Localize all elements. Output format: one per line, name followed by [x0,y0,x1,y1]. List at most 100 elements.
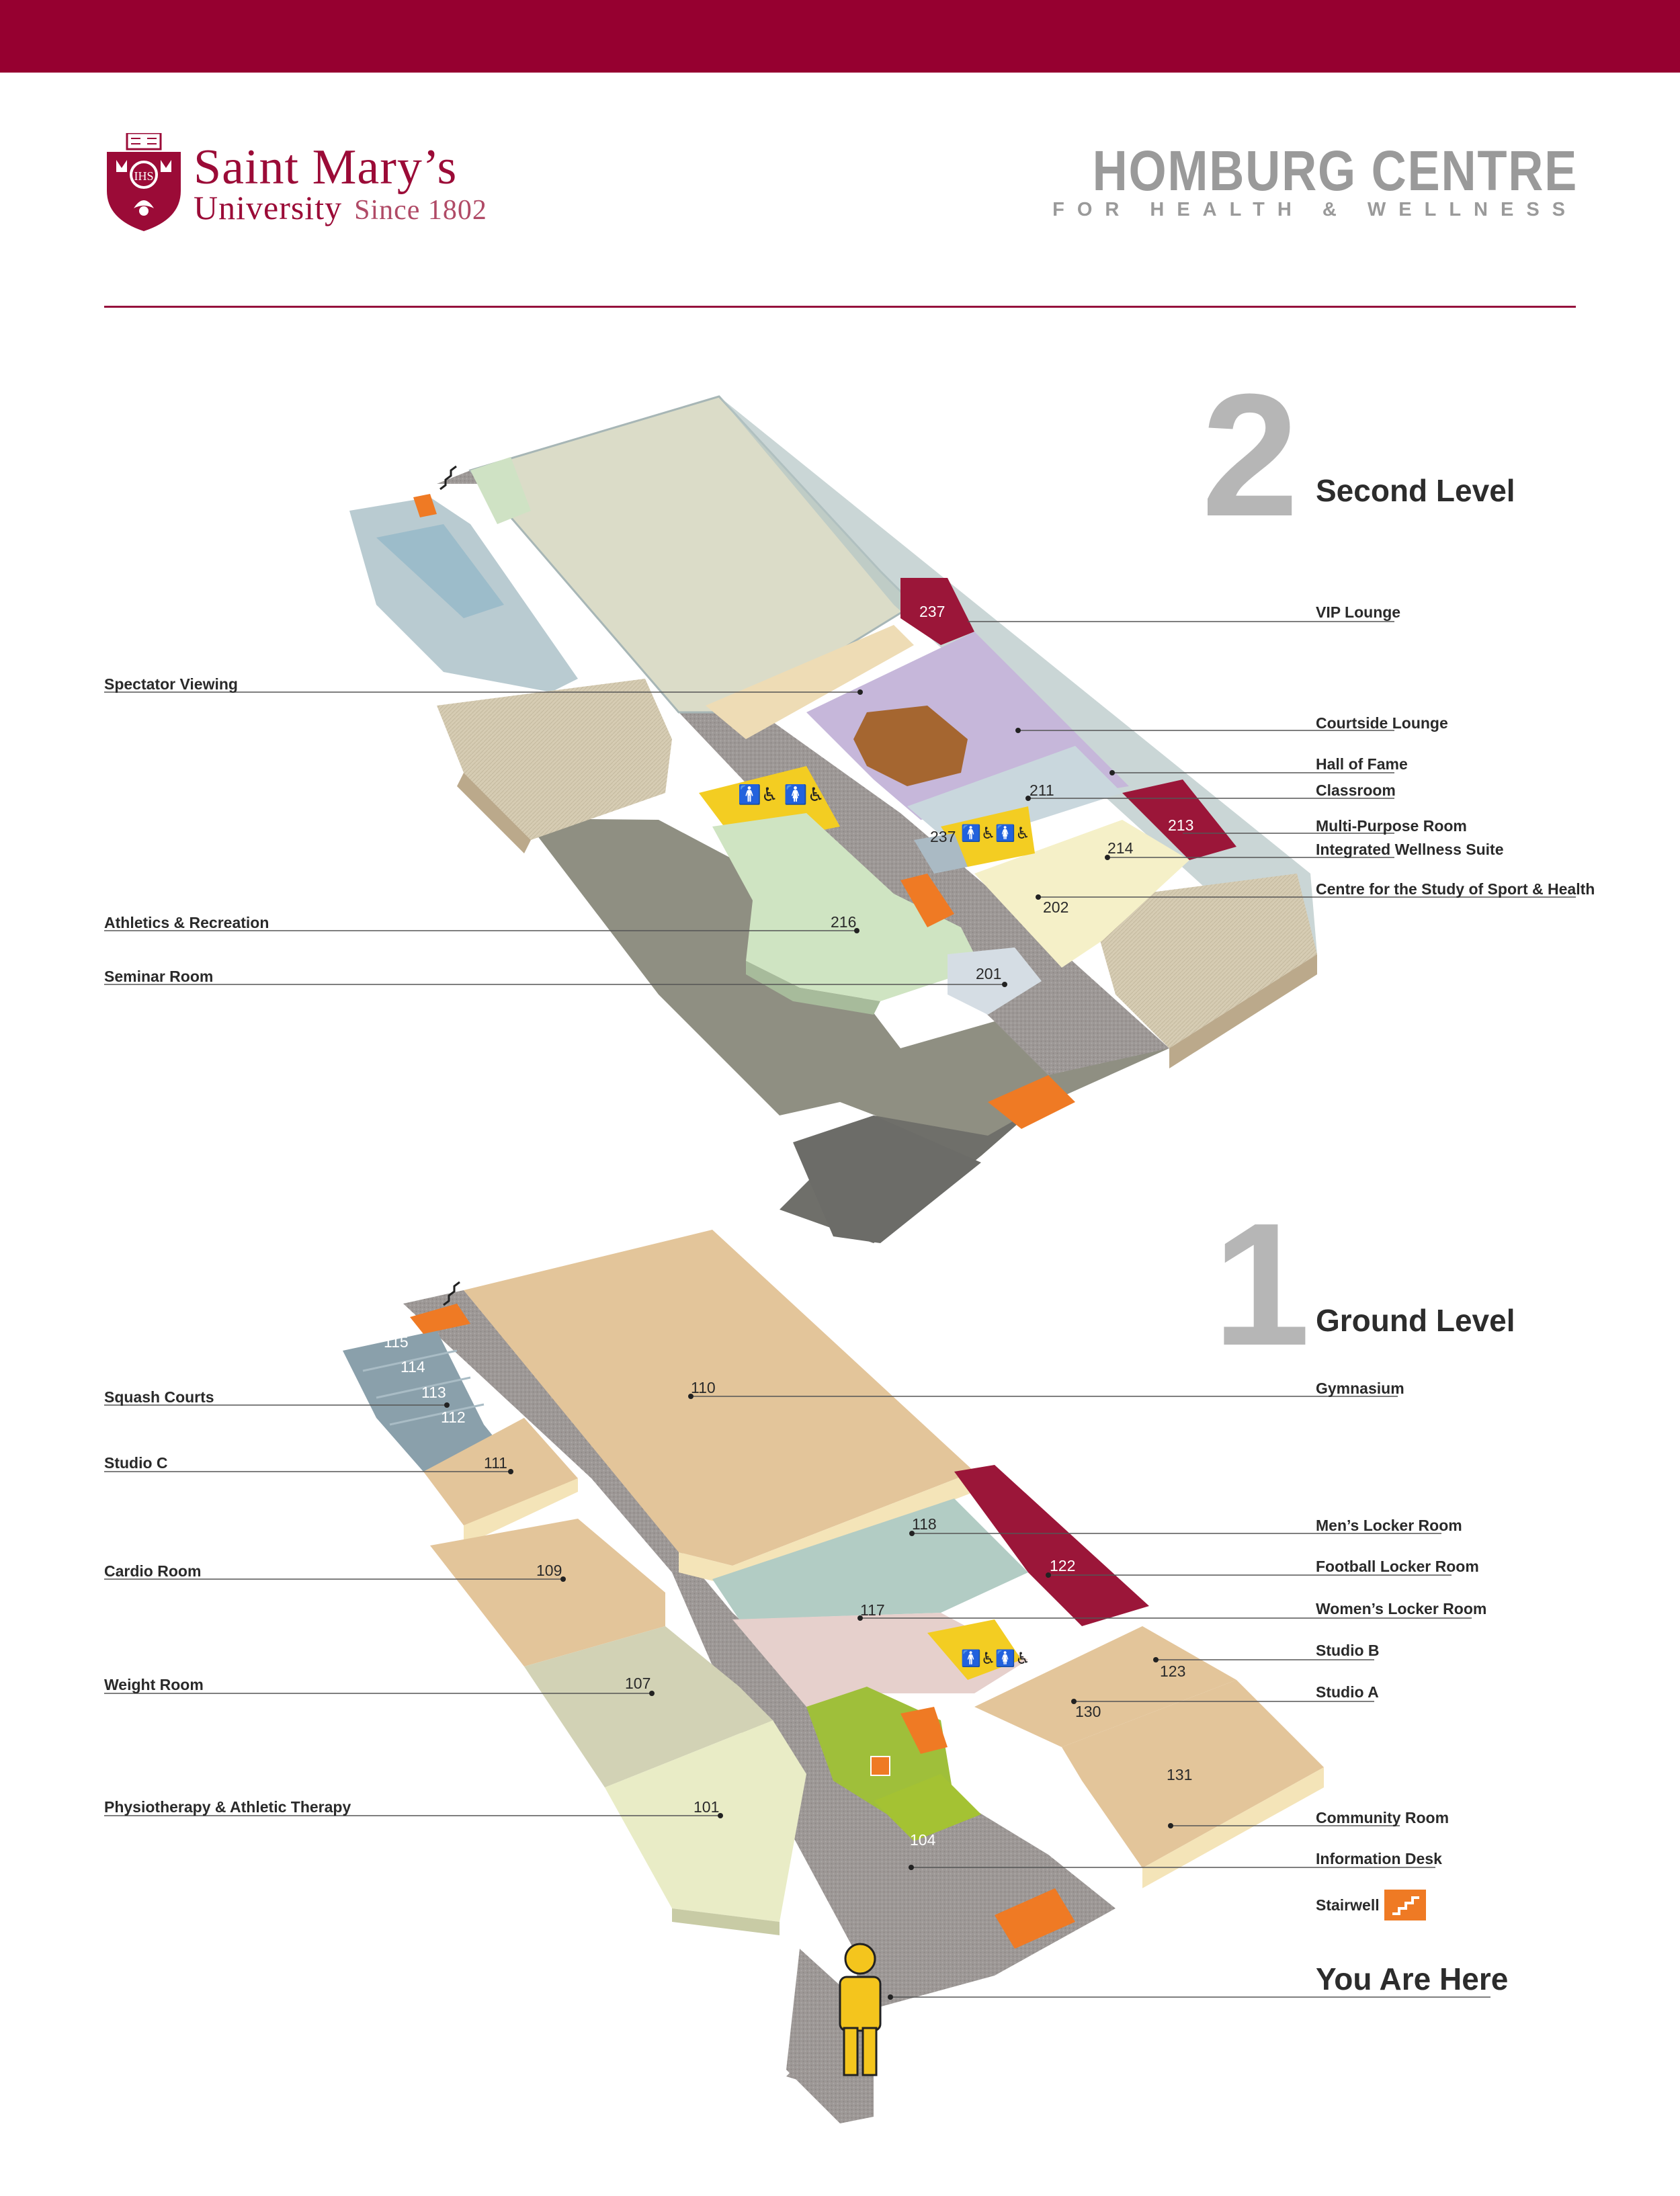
room-label: 237 [930,828,956,845]
callout-squash-courts: Squash Courts [104,1388,214,1406]
room-214-202 [974,820,1189,968]
callout-studio-c: Studio C [104,1454,168,1472]
room-spectator-strip [706,625,914,739]
room-111-edge [464,1478,578,1546]
level1-stairwell-mid [900,1707,948,1754]
squash-dividers [362,1349,485,1426]
level1-entrance-floor [786,1949,874,2123]
callout-mens-locker-room: Men’s Locker Room [1316,1517,1462,1534]
room-label: 118 [912,1515,937,1533]
room-label: 202 [1043,898,1068,916]
level2-glass-box [376,524,504,618]
callout-spectator-viewing: Spectator Viewing [104,675,238,693]
university-since: Since 1802 [354,195,487,226]
level2-washroom-b [941,806,1035,867]
level2-box-edge [457,773,531,853]
room-104-info-desk [874,1774,981,1841]
level2-stair-glyph-icon [439,465,457,491]
room-122 [954,1465,1149,1626]
callout-courtside-lounge: Courtside Lounge [1316,714,1448,732]
room-107 [524,1626,773,1787]
room-label: 214 [1107,839,1134,857]
callout-centre-sport-health: Centre for the Study of Sport & Health [1316,880,1595,898]
room-label: 201 [976,965,1001,982]
leader-lines [104,621,1576,1998]
level1-stairwell-bottom [995,1888,1075,1949]
you-are-here-person-icon [839,1943,882,2076]
level2-map: 237 211 213 214 202 216 201 237 🚹♿ 🚺♿ 🚹♿… [349,395,1317,1243]
room-label: 112 [441,1408,466,1426]
callout-hall-of-fame: Hall of Fame [1316,755,1408,773]
level2-right-box-edge [1169,954,1317,1068]
callout-studio-b: Studio B [1316,1642,1380,1659]
level2-stairwell-top [413,494,437,517]
room-label: 101 [694,1798,719,1816]
room-216-edge [746,961,880,1015]
level1-washroom [927,1619,1021,1680]
level1-stair-glyph-icon [443,1281,460,1306]
level2-number: 2 [1202,358,1299,553]
room-label: 216 [831,913,856,931]
callout-seminar-room: Seminar Room [104,968,214,985]
level2-right-box [1089,874,1317,1048]
callout-information-desk: Information Desk [1316,1850,1442,1867]
room-131-edge [1142,1767,1324,1888]
room-110-gymnasium [464,1230,974,1566]
room-label: 237 [919,603,945,620]
callout-cardio-room: Cardio Room [104,1562,202,1580]
room-110-edge [679,1472,974,1586]
callout-classroom: Classroom [1316,782,1396,799]
room-118 [712,1498,1028,1619]
level1-title: Ground Level [1316,1303,1515,1338]
room-109 [430,1519,665,1666]
level1-map: 🚹♿🚺♿ 115 114 113 112 111 110 109 107 101… [343,1230,1324,2123]
callout-womens-locker-room: Women’s Locker Room [1316,1600,1487,1617]
callout-multi-purpose-room: Multi-Purpose Room [1316,817,1467,835]
top-banner [0,0,1680,73]
callout-gymnasium: Gymnasium [1316,1380,1404,1397]
callout-physiotherapy: Physiotherapy & Athletic Therapy [104,1798,351,1816]
callout-vip-lounge: VIP Lounge [1316,603,1401,621]
crest-letters: IHS [134,169,153,183]
room-label: 131 [1167,1766,1192,1783]
level2-lower-floor [793,1115,981,1243]
room-216 [712,813,981,1001]
level2-stairwell-mid [900,874,954,927]
washroom-icon: 🚹♿🚺♿ [961,824,1030,843]
room-label: 114 [401,1358,425,1376]
room-201 [948,947,1042,1015]
room-label: 123 [1160,1662,1185,1680]
callout-integrated-wellness-suite: Integrated Wellness Suite [1316,841,1504,858]
callout-weight-room: Weight Room [104,1676,204,1693]
level2-title: Second Level [1316,473,1515,508]
room-label: 117 [860,1601,885,1619]
room-label: 113 [421,1384,446,1401]
room-211-classroom [907,746,1122,847]
room-label: 111 [484,1454,507,1472]
centre-title: HOMBURG CENTRE [1092,139,1578,202]
room-label: 110 [691,1379,716,1396]
room-237-vip [900,578,974,645]
level2-spectator-box [437,679,672,840]
header-divider [104,306,1576,308]
room-label: 213 [1168,816,1193,834]
legend-stairwell: Stairwell [1316,1896,1380,1914]
leader-dots [444,689,1173,2000]
legend-you-are-here: You Are Here [1316,1961,1509,1996]
callout-football-locker-room: Football Locker Room [1316,1558,1479,1575]
washroom-icon: 🚹♿ 🚺♿ [738,784,825,806]
room-label: 115 [384,1333,409,1351]
centre-subtitle: FOR HEALTH & WELLNESS [1052,199,1578,220]
room-101 [605,1720,806,1922]
level1-number: 1 [1213,1187,1310,1382]
room-213 [1122,779,1236,860]
level2-stairwell-bottom [988,1075,1075,1129]
callout-community-room: Community Room [1316,1809,1450,1826]
washroom-icon: 🚹♿🚺♿ [961,1649,1030,1668]
room-label: 211 [1030,782,1054,799]
callout-athletics-recreation: Athletics & Recreation [104,914,269,931]
stairwell-legend-icon [1384,1890,1426,1920]
university-crest-icon: IHS [107,133,181,231]
